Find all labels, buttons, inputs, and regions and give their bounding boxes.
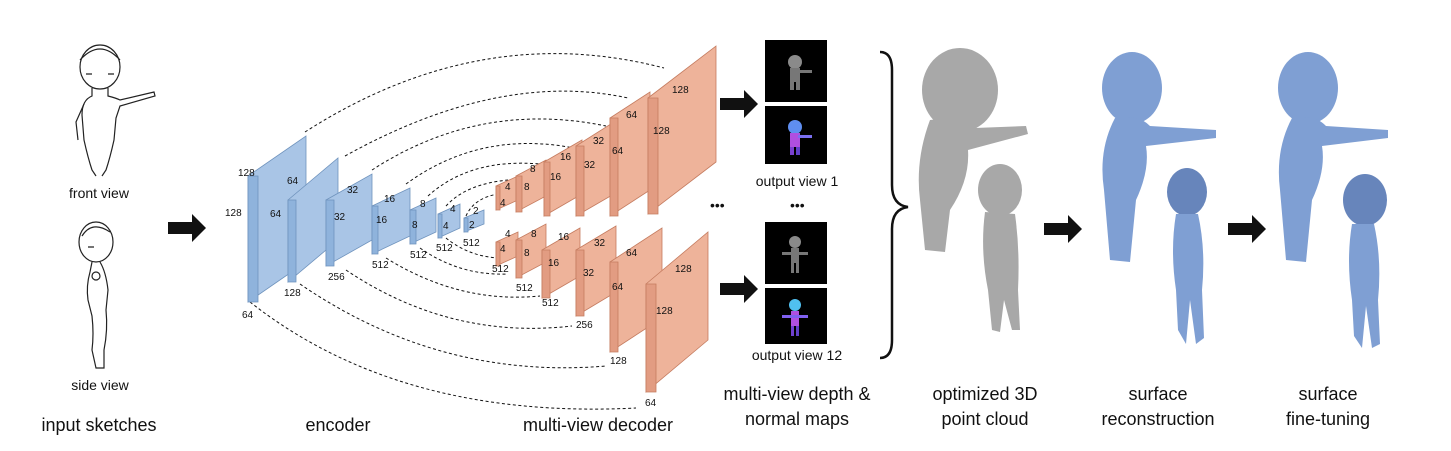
svg-text:512: 512 — [542, 298, 559, 309]
point-cloud-figure — [918, 48, 1028, 332]
svg-text:512: 512 — [492, 264, 509, 275]
svg-text:128: 128 — [675, 264, 692, 275]
encoder-blocks — [247, 135, 485, 303]
side-view-label: side view — [71, 377, 129, 393]
output-view-1-label: output view 1 — [756, 173, 839, 189]
encoder-label: encoder — [305, 415, 370, 435]
svg-text:128: 128 — [656, 306, 673, 317]
svg-text:64: 64 — [626, 110, 638, 121]
svg-text:512: 512 — [372, 260, 389, 271]
svg-text:2: 2 — [473, 206, 479, 217]
svg-text:64: 64 — [645, 398, 657, 409]
svg-text:256: 256 — [328, 272, 345, 283]
fine-label-line1: surface — [1298, 384, 1357, 404]
arrow-right-icon — [168, 214, 206, 242]
front-view-sketch — [75, 44, 156, 177]
output-view-1-normal — [765, 106, 827, 164]
output-view-12-normal — [765, 288, 827, 344]
fine-label-line2: fine-tuning — [1286, 409, 1370, 429]
input-sketches-label: input sketches — [41, 415, 156, 435]
curly-brace — [879, 50, 909, 360]
skip-connections — [249, 53, 665, 410]
svg-text:64: 64 — [287, 176, 299, 187]
maps-label-line1: multi-view depth & — [723, 384, 870, 404]
svg-text:4: 4 — [500, 198, 506, 209]
svg-text:512: 512 — [463, 238, 480, 249]
svg-text:8: 8 — [530, 164, 536, 175]
svg-text:128: 128 — [653, 126, 670, 137]
svg-text:8: 8 — [420, 199, 426, 210]
svg-text:16: 16 — [558, 232, 570, 243]
svg-text:8: 8 — [531, 229, 537, 240]
svg-text:4: 4 — [505, 229, 511, 240]
svg-text:4: 4 — [450, 204, 456, 215]
svg-text:8: 8 — [412, 220, 418, 231]
recon-label-line2: reconstruction — [1101, 409, 1214, 429]
cloud-label-line1: optimized 3D — [932, 384, 1037, 404]
side-view-sketch — [78, 221, 114, 369]
svg-text:32: 32 — [334, 212, 346, 223]
svg-text:64: 64 — [242, 310, 254, 321]
svg-text:64: 64 — [612, 146, 624, 157]
svg-text:32: 32 — [594, 238, 606, 249]
svg-text:128: 128 — [284, 288, 301, 299]
svg-text:16: 16 — [550, 172, 562, 183]
arrow-right-icon — [1044, 215, 1082, 243]
svg-text:128: 128 — [238, 168, 255, 179]
decoder-label: multi-view decoder — [523, 415, 673, 435]
svg-text:64: 64 — [626, 248, 638, 259]
svg-text:64: 64 — [612, 282, 624, 293]
svg-text:4: 4 — [500, 244, 506, 255]
svg-text:64: 64 — [270, 209, 282, 220]
svg-text:16: 16 — [560, 152, 572, 163]
svg-text:4: 4 — [443, 221, 449, 232]
svg-text:4: 4 — [505, 182, 511, 193]
svg-text:512: 512 — [436, 243, 453, 254]
svg-text:128: 128 — [225, 208, 242, 219]
encoder-dimension-labels: 128 128 64 64 64 128 32 32 256 16 16 512… — [225, 168, 480, 321]
svg-text:16: 16 — [376, 215, 388, 226]
arrow-right-icon — [720, 90, 758, 118]
output-view-12-label: output view 12 — [752, 347, 842, 363]
arrow-right-icon — [720, 275, 758, 303]
decoder-top-blocks — [495, 45, 717, 217]
output-view-12-depth — [765, 222, 827, 284]
decoder-ellipsis: ••• — [710, 197, 725, 213]
svg-text:32: 32 — [583, 268, 595, 279]
surface-reconstruction-figure — [1102, 52, 1216, 344]
cloud-label-line2: point cloud — [941, 409, 1028, 429]
arrow-right-icon — [1228, 215, 1266, 243]
decoder-top-dimension-labels: 4 4 8 8 16 16 32 32 64 64 128 128 — [500, 85, 689, 209]
svg-text:256: 256 — [576, 320, 593, 331]
svg-text:512: 512 — [516, 283, 533, 294]
svg-text:16: 16 — [384, 194, 396, 205]
surface-fine-tuning-figure — [1278, 52, 1388, 348]
svg-text:32: 32 — [593, 136, 605, 147]
decoder-bottom-blocks — [495, 223, 709, 393]
svg-text:2: 2 — [469, 220, 475, 231]
svg-text:512: 512 — [410, 250, 427, 261]
output-ellipsis: ••• — [790, 197, 805, 213]
recon-label-line1: surface — [1128, 384, 1187, 404]
front-view-label: front view — [69, 185, 130, 201]
svg-text:128: 128 — [672, 85, 689, 96]
svg-text:8: 8 — [524, 182, 530, 193]
svg-text:16: 16 — [548, 258, 560, 269]
svg-text:32: 32 — [584, 160, 596, 171]
output-view-1-depth — [765, 40, 827, 102]
maps-label-line2: normal maps — [745, 409, 849, 429]
decoder-bottom-dimension-labels: 4 4 512 8 8 512 16 16 512 32 32 256 64 6… — [492, 229, 692, 409]
svg-text:32: 32 — [347, 185, 359, 196]
svg-text:128: 128 — [610, 356, 627, 367]
svg-text:8: 8 — [524, 248, 530, 259]
